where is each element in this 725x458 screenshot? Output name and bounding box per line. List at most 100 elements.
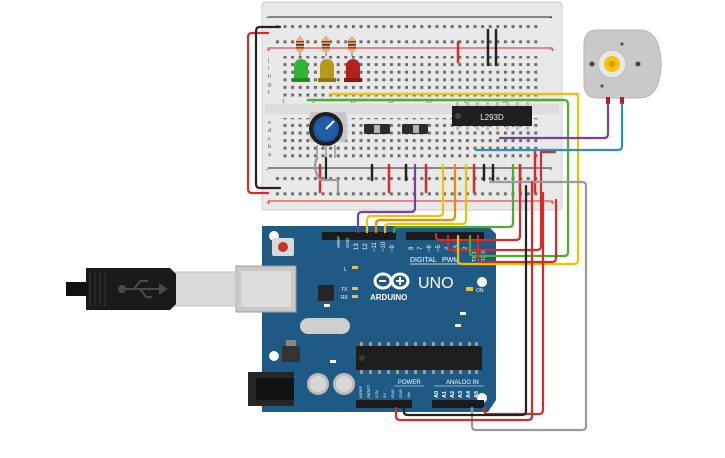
wire-left-black-rail[interactable] [254,25,282,190]
led-label-rx: RX [341,295,349,301]
slide-switch-2[interactable] [402,124,428,134]
chip-pins-bottom [456,124,529,130]
on-label: ON [476,288,484,294]
row-letters-bottom: e d c b a [268,120,272,158]
resistor-1[interactable] [296,36,304,56]
rail-plus-label-tr: + [550,45,555,54]
led-group [292,36,362,82]
mount-hole [269,351,279,361]
digital-header-right [406,232,484,240]
column-number: 20 [426,99,432,105]
green-led[interactable] [292,59,310,82]
row-letter: h [268,74,271,80]
rail-minus-label-br: - [550,165,553,174]
pin-label-7: 7 [418,246,424,250]
top-rail-holes-2 [274,36,542,44]
usb-icon [118,280,168,298]
chip-label: L293D [480,113,504,122]
usb-cable[interactable] [66,268,237,310]
bottom-rail-holes-1 [274,173,542,181]
pin-label-reset: RESET [366,384,371,398]
pin-label-gnd-2: GND [398,389,403,398]
pin-label-a3: A3 [458,391,464,398]
led-label-l: L [344,267,347,273]
usb-plug-grip [89,272,106,306]
pwm-label: PWM [442,257,459,264]
wire-purple-motor[interactable] [498,102,610,140]
row-letter: b [268,144,271,150]
row-letter: c [268,136,271,142]
pin-label-a2: A2 [450,391,456,398]
wire-blue-motor[interactable] [474,102,624,152]
potentiometer-knob-indicator [325,120,335,130]
wire-yellow-right[interactable] [456,92,580,266]
red-led[interactable] [344,59,362,82]
analog-header [432,400,484,408]
analog-pin-labels: A0 A1 A2 A3 A4 A5 [434,390,480,398]
dc-power-jack [248,372,294,406]
resistor-3[interactable] [348,36,356,56]
wire-green-pin9[interactable] [392,163,515,234]
wire-left-red-rail[interactable] [246,31,270,195]
crystal-oscillator [300,318,350,334]
row-letter: i [268,66,269,72]
row-letter: d [268,128,271,134]
pin-label-8: 8 [409,246,415,250]
pin-label-gnd-1: GND [390,389,395,398]
center-channel [265,104,559,114]
wire-gray-long[interactable] [470,180,588,432]
voltage-regulator [282,346,300,362]
pin-label-a1: A1 [442,391,448,398]
wire-yellow-pin12[interactable] [365,163,445,234]
arduino-uno[interactable]: AREF GND 13 12 ~11 ~10 ~9 8 7 ~6 ~5 4 ~3… [235,226,496,412]
resistor-2[interactable] [322,36,330,56]
column-number: 15 [388,99,394,105]
wires [246,25,624,432]
potentiometer[interactable] [309,112,347,158]
yellow-led[interactable] [318,59,336,82]
pin-label-13: 13 [354,243,360,250]
wire-black-gnd[interactable] [402,184,528,417]
wire-red-right-3[interactable] [476,198,558,264]
capacitors [307,373,355,395]
smd-parts [324,304,466,363]
row-letter: j [267,58,269,64]
wire-yellow-pin10[interactable] [383,163,468,234]
bottom-rail-holes-2 [274,188,542,196]
pin-label-9: ~9 [390,244,396,252]
rail-plus-label-br: + [550,198,555,207]
board-model: UNO [418,275,454,292]
pin-label-5v: 5V [382,393,387,398]
wire-purple-pin13[interactable] [356,163,417,234]
wire-red-5v[interactable] [394,180,534,422]
rail-plus-label-bl: + [266,198,271,207]
pin-label-a4: A4 [466,390,472,398]
row-letter: e [268,120,271,126]
pin-label-ioref: IOREF [358,385,363,398]
rail-minus-label-tr: - [550,13,553,22]
usb-cable-strain-relief [66,282,88,296]
dc-motor[interactable] [583,29,662,104]
chip-body [452,106,532,126]
reset-button[interactable] [272,238,294,256]
slide-switch-1[interactable] [364,124,390,134]
wire-green-right[interactable] [468,98,570,258]
power-header [356,400,412,408]
led-label-tx: TX [341,287,348,293]
breadboard-jumpers [306,28,580,194]
l293d-chip[interactable]: L293D [452,102,532,130]
wire-orange-pin11[interactable] [374,163,457,234]
digital-label: DIGITAL [410,257,437,264]
pin-label-gnd: GND [345,237,350,248]
wire-pot-gray-short[interactable] [313,156,340,194]
analog-label: ANALOG IN [446,380,479,386]
pin-label-6: ~6 [427,244,433,252]
top-rail-holes-1 [274,21,542,29]
usb-plug-metal [169,271,237,307]
column-number: 30 [502,99,508,105]
arduino-logo [373,272,410,290]
column-number: 5 [312,99,315,105]
wire-red-right-1[interactable] [446,150,557,252]
